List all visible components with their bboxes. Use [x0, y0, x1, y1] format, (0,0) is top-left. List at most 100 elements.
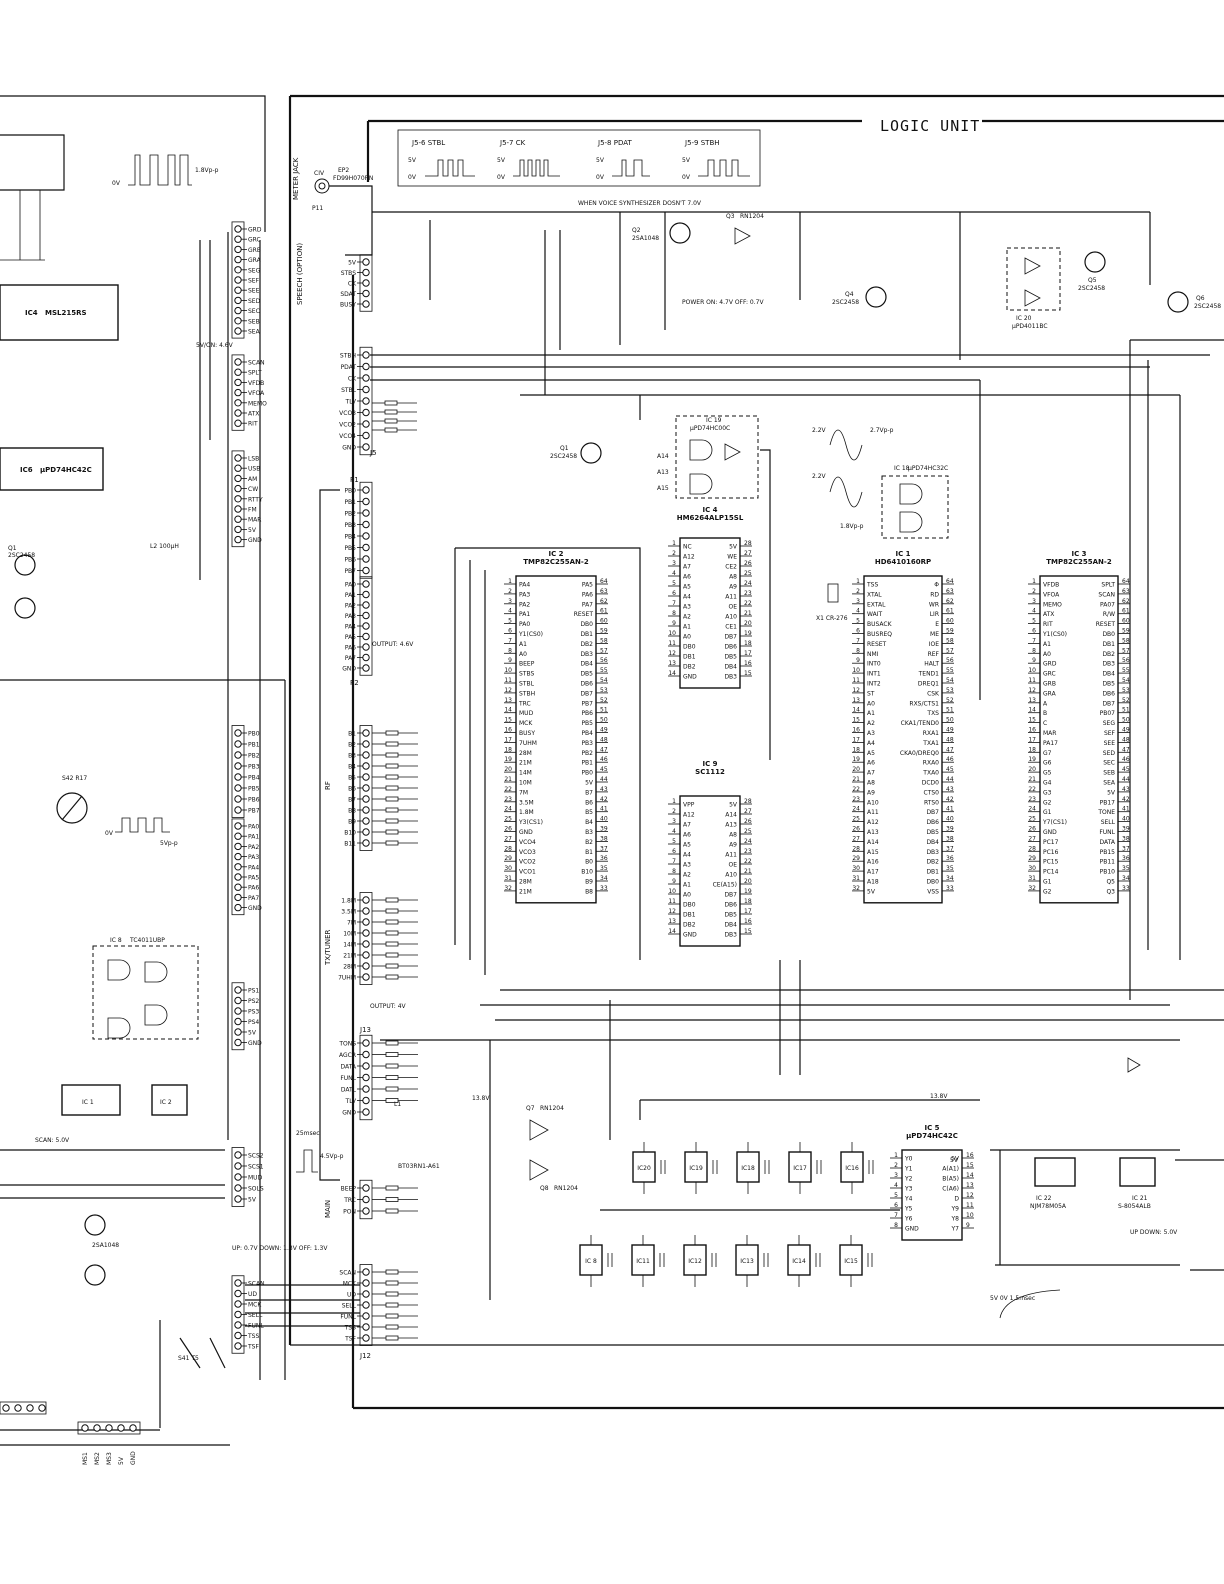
ic-pin-label: DB1: [926, 869, 939, 876]
pin-label: GND: [342, 1110, 356, 1117]
ic-pin-number: 12: [852, 687, 860, 694]
ic-pin-number: 19: [744, 630, 752, 637]
ic-pin-label: NC: [683, 544, 692, 551]
ic-pin-number: 14: [1028, 707, 1036, 714]
ic-pin-label: 3.5M: [519, 799, 534, 806]
ic-pin-number: 6: [672, 590, 676, 597]
svg-text:L1: L1: [394, 1101, 401, 1108]
svg-text:1.8Vp-p: 1.8Vp-p: [195, 167, 219, 174]
ic-pin-number: 23: [504, 796, 512, 803]
ic-pin-number: 18: [852, 746, 860, 753]
pin-label: AM: [248, 476, 257, 483]
ic-pin-number: 17: [504, 736, 512, 743]
svg-text:L2 100μH: L2 100μH: [150, 543, 179, 550]
ic-pin-label: WR: [929, 601, 939, 608]
ic-pin-label: RESET: [867, 641, 887, 648]
ic-pin-label: TXA1: [922, 740, 939, 747]
svg-text:IC 18: IC 18: [894, 465, 910, 472]
ic-pin-number: 37: [600, 845, 608, 852]
svg-text:UP DOWN: 5.0V: UP DOWN: 5.0V: [1130, 1229, 1178, 1236]
pin-label: SEE: [248, 288, 260, 295]
connector-pin: [234, 1279, 242, 1287]
connector-pin: [362, 828, 370, 836]
ic-pin-number: 63: [600, 588, 608, 595]
pin-label: PA1: [248, 834, 259, 841]
ic-pin-label: A9: [867, 789, 875, 796]
ic-pin-label: TONE: [1097, 809, 1115, 816]
ic-pin-number: 20: [852, 766, 860, 773]
ic-pin-label: RXS/CTS1: [909, 700, 939, 707]
ic-pin-label: A7: [683, 822, 691, 829]
ic-pin-label: PB17: [1100, 799, 1116, 806]
connector-pin: [234, 1310, 242, 1319]
ic21-reset: IC 21 S-8054ALB: [1118, 1157, 1156, 1210]
connector-pin: [234, 740, 242, 748]
ic-pin-label: B4: [585, 819, 593, 826]
pin-label: ATX: [248, 411, 259, 418]
ic-pin-number: 23: [744, 590, 752, 597]
ic-pin-number: 27: [1028, 835, 1036, 842]
ic-pin-number: 21: [744, 868, 752, 875]
ic-pin-number: 59: [600, 628, 608, 635]
connector-pin: [234, 996, 242, 1005]
ic-pin-label: A1: [519, 641, 527, 648]
ic-pin-number: 23: [852, 796, 860, 803]
ic-pin-number: 21: [1028, 776, 1036, 783]
ic-ref: IC18: [741, 1165, 755, 1172]
pin-label: PB6: [344, 557, 356, 564]
ic-pin-number: 30: [504, 865, 512, 872]
ic-pin-number: 58: [600, 637, 608, 644]
connector-pin: [362, 653, 370, 662]
connector-pin: [362, 839, 370, 847]
resistor: [385, 930, 399, 936]
ic-pin-label: PA5: [582, 582, 593, 589]
resistor: [385, 1291, 399, 1297]
ic-pin-number: 35: [600, 865, 608, 872]
transistor-q2-speech: Q2 2SA1048: [632, 222, 691, 244]
ic-pin-number: 61: [1122, 608, 1130, 615]
svg-text:5V 0V 1.5msec: 5V 0V 1.5msec: [990, 1295, 1035, 1302]
pin-label: VCO4: [339, 433, 356, 440]
transistor-q5: Q5 2SC2458: [1078, 251, 1106, 292]
ic-pin-number: 10: [668, 888, 676, 895]
decoupled-ic: IC19: [684, 1142, 718, 1194]
pin-label: SED: [248, 298, 261, 305]
svg-text:μPD74HC32C: μPD74HC32C: [908, 465, 948, 472]
ic-ref: IC14: [792, 1258, 806, 1265]
ic-pin-label: SCAN: [1098, 591, 1115, 598]
ic-pin-label: DATA: [1100, 839, 1116, 846]
resistor: [384, 418, 398, 424]
svg-text:FD99H070RN: FD99H070RN: [333, 175, 373, 182]
pin-label: SCS2: [248, 1153, 264, 1160]
resistor: [385, 1302, 399, 1308]
ic-ref: IC19: [689, 1165, 703, 1172]
ic-pin-label: B: [1043, 710, 1047, 717]
ic-pin-number: 49: [600, 727, 608, 734]
ic-pin-label: 21M: [519, 888, 532, 895]
pin-label: PB3: [344, 522, 356, 529]
ic-pin-label: DB5: [580, 671, 593, 678]
ic-pin-number: 15: [852, 717, 860, 724]
transistor-q8: Q8 RN1204: [529, 1159, 578, 1192]
connector-pin: [362, 268, 370, 277]
ic-pin-label: OE: [728, 862, 737, 869]
pin-label: PA6: [248, 885, 259, 892]
ic-pin-number: 31: [1028, 875, 1036, 882]
svg-text:Q2: Q2: [632, 227, 641, 234]
pin-label: FUNL: [340, 1314, 356, 1321]
resistor: [385, 741, 399, 747]
ic-pin-number: 8: [1032, 647, 1036, 654]
ic-pin-label: Y1(CS0): [1042, 631, 1067, 638]
connector-pin: [234, 1289, 242, 1298]
ic-ref: IC 5: [924, 1124, 939, 1132]
resistor: [385, 1040, 399, 1046]
connector-pin: [362, 408, 370, 417]
ic-pin-number: 27: [504, 835, 512, 842]
pin-label: B6: [348, 786, 356, 793]
ic-pin-number: 38: [600, 835, 608, 842]
ic1-ic2-small: IC 1 IC 2: [61, 1084, 188, 1116]
resistor: [385, 974, 399, 980]
pin-label: PA1: [345, 592, 356, 599]
ic-pin-number: 17: [744, 650, 752, 657]
